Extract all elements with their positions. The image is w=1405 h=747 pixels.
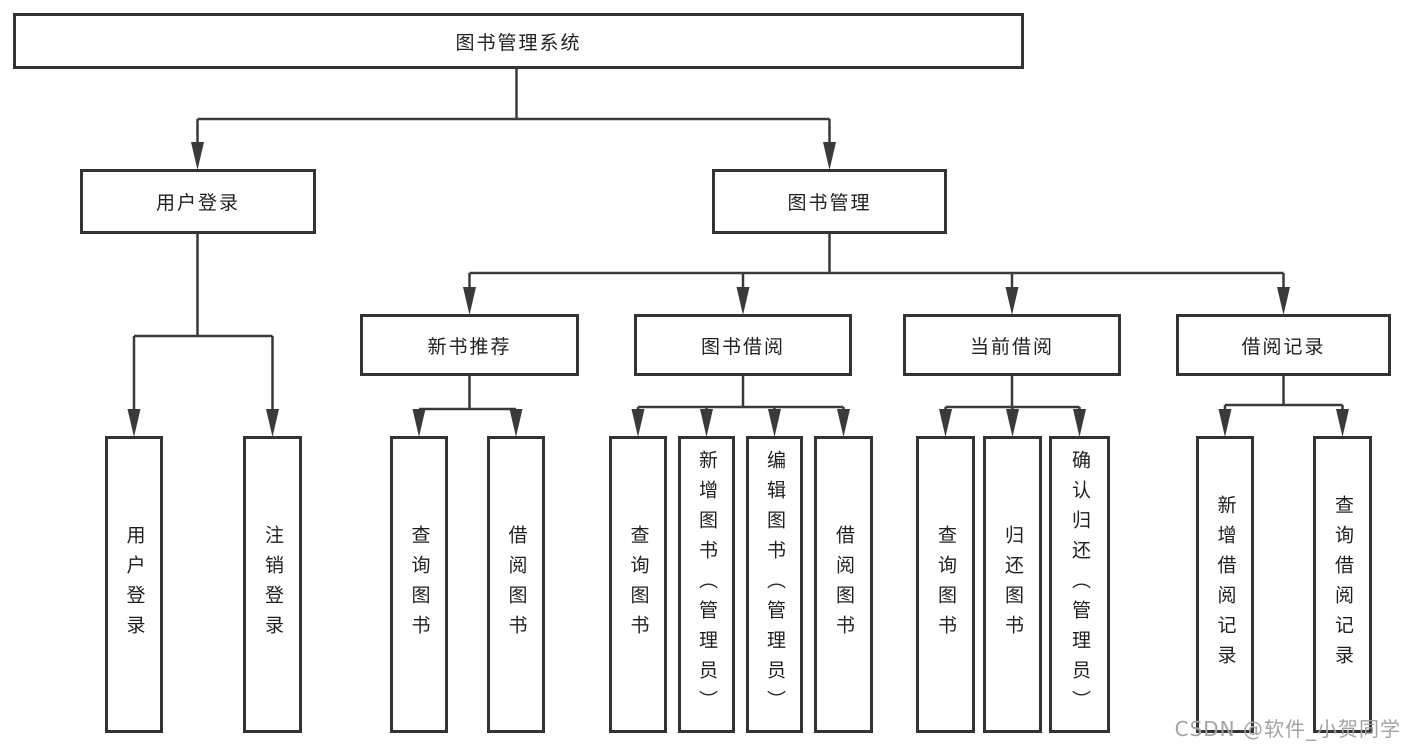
leaf-add-book-admin: 新增图书（管理员） xyxy=(678,436,735,733)
arrowhead xyxy=(837,409,850,437)
node-book-borrowing: 图书借阅 xyxy=(634,314,852,376)
arrowhead xyxy=(1006,409,1019,437)
node-borrowing-records: 借阅记录 xyxy=(1176,314,1391,376)
arrowheads-group xyxy=(127,142,1349,437)
arrowhead xyxy=(1218,409,1232,437)
leaf-query-books-current: 查询图书 xyxy=(916,436,975,733)
leaf-edit-book-admin: 编辑图书（管理员） xyxy=(746,436,803,733)
leaf-confirm-return-admin: 确认归还（管理员） xyxy=(1049,436,1110,733)
leaf-borrow-books-recommend: 借阅图书 xyxy=(487,436,545,733)
arrowhead xyxy=(736,287,750,315)
arrowhead xyxy=(266,409,279,437)
arrowhead xyxy=(1336,409,1349,437)
arrowhead xyxy=(1277,287,1290,315)
watermark: CSDN @软件_小贺同学 xyxy=(1174,717,1401,741)
node-current-borrowing: 当前借阅 xyxy=(903,314,1121,376)
leaf-query-books-recommend: 查询图书 xyxy=(390,436,448,733)
leaf-user-login: 用户登录 xyxy=(105,436,163,733)
arrowhead xyxy=(823,142,836,170)
leaf-return-books: 归还图书 xyxy=(983,436,1042,733)
arrowhead xyxy=(1073,409,1086,437)
leaf-logout: 注销登录 xyxy=(243,436,302,733)
node-library-management-system: 图书管理系统 xyxy=(13,13,1024,69)
arrowhead xyxy=(939,409,952,437)
leaf-add-borrowing-record: 新增借阅记录 xyxy=(1196,436,1254,733)
node-book-management: 图书管理 xyxy=(712,169,947,234)
arrowhead xyxy=(631,409,645,437)
arrowhead xyxy=(412,409,426,437)
leaf-borrow-books-borrowing: 借阅图书 xyxy=(814,436,873,733)
node-new-book-recommendation: 新书推荐 xyxy=(360,314,579,376)
arrowhead xyxy=(1005,287,1019,315)
arrowhead xyxy=(700,409,713,437)
arrowhead xyxy=(463,287,476,315)
arrowhead xyxy=(127,409,141,437)
node-user-login: 用户登录 xyxy=(80,169,316,234)
leaf-query-books-borrowing: 查询图书 xyxy=(609,436,667,733)
leaf-query-borrowing-record: 查询借阅记录 xyxy=(1313,436,1372,733)
arrowhead xyxy=(191,142,204,170)
arrowhead xyxy=(768,409,781,437)
arrowhead xyxy=(509,409,523,437)
